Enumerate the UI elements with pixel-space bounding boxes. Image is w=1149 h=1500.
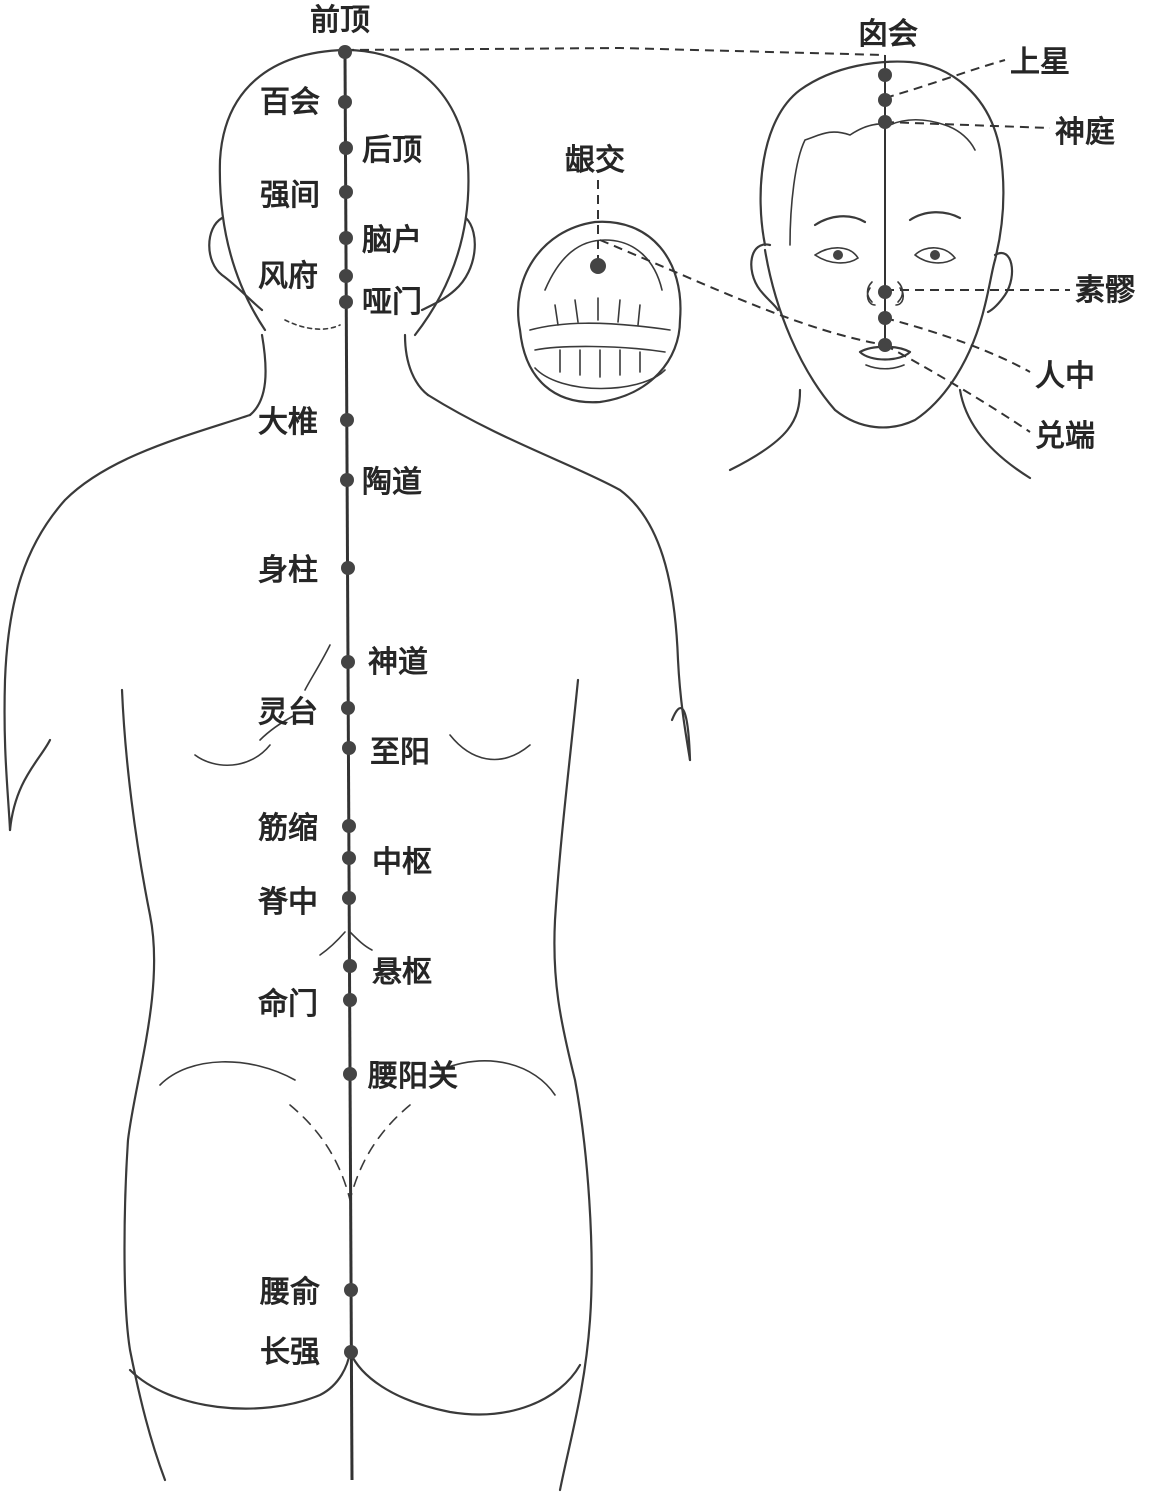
label-xuanshu: 悬枢 [372,955,432,990]
label-qiangjian: 强间 [260,178,320,213]
label-houding: 后顶 [362,133,422,168]
label-zhiyang: 至阳 [370,735,430,770]
nose-bracket-left [866,281,873,303]
label-zhongshu: 中枢 [372,845,432,880]
label-dazhui: 大椎 [258,405,318,440]
point-taodao [340,473,354,487]
label-mingmen: 命门 [258,987,318,1022]
face-points [590,68,892,352]
point-naohu [339,231,353,245]
label-jinsuo: 筋缩 [258,811,318,846]
governor-vessel-back-line [343,51,354,1481]
label-changqiang: 长强 [260,1335,320,1370]
label-yinjiao: 龈交 [565,143,625,178]
label-yaoshu: 腰俞 [260,1275,321,1310]
label-taodao: 陶道 [362,465,422,500]
label-jizhong: 脊中 [257,885,318,920]
label-shenzhu: 身柱 [258,553,318,588]
label-naohu: 脑户 [362,223,422,258]
label-shendao: 神道 [368,645,428,680]
label-renzhong: 人中 [1035,359,1095,394]
point-xinhui [878,68,892,82]
mouth-inset [517,220,682,404]
label-fengfu: 风府 [258,259,318,294]
label-lingtai: 灵台 [258,695,318,730]
face-labels: 囟会 上星 神庭 素髎 人中 兑端 龈交 [565,17,1136,454]
point-yinjiao [590,258,606,274]
back-figure-outline [3,48,692,1492]
label-qianding: 前顶 [310,3,370,38]
point-yaoshu [344,1283,358,1297]
label-baihui: 百会 [260,85,320,120]
point-mingmen [343,993,357,1007]
point-fengfu [339,269,353,283]
point-duiduan [878,338,892,352]
leader-lines [344,46,1070,433]
label-yamen: 哑门 [362,285,422,320]
back-points [338,45,358,1359]
label-duiduan: 兑端 [1035,419,1095,454]
point-shangxing [878,93,892,107]
back-labels: 前顶 百会 后顶 强间 脑户 风府 哑门 大椎 陶道 身柱 神道 灵台 至阳 筋… [257,3,458,1370]
point-shendao [341,655,355,669]
point-zhongshu [342,851,356,865]
point-shenting [878,115,892,129]
point-baihui [338,95,352,109]
point-changqiang [344,1345,358,1359]
point-shenzhu [341,561,355,575]
label-xinhui: 囟会 [858,17,918,52]
point-lingtai [341,701,355,715]
point-houding [339,141,353,155]
label-yaoyangguan: 腰阳关 [368,1059,458,1094]
point-suliao [878,285,892,299]
point-yaoyangguan [343,1067,357,1081]
point-dazhui [340,413,354,427]
label-suliao: 素髎 [1075,273,1136,308]
face-figure-outline [728,60,1032,480]
point-jinsuo [342,819,356,833]
point-yamen [339,295,353,309]
nose-bracket-right [897,281,904,303]
label-shangxing: 上星 [1010,45,1070,80]
label-shenting: 神庭 [1055,115,1115,150]
point-zhiyang [342,741,356,755]
point-jizhong [342,891,356,905]
point-qianding [338,45,352,59]
point-qiangjian [339,185,353,199]
point-xuanshu [343,959,357,973]
point-renzhong [878,311,892,325]
